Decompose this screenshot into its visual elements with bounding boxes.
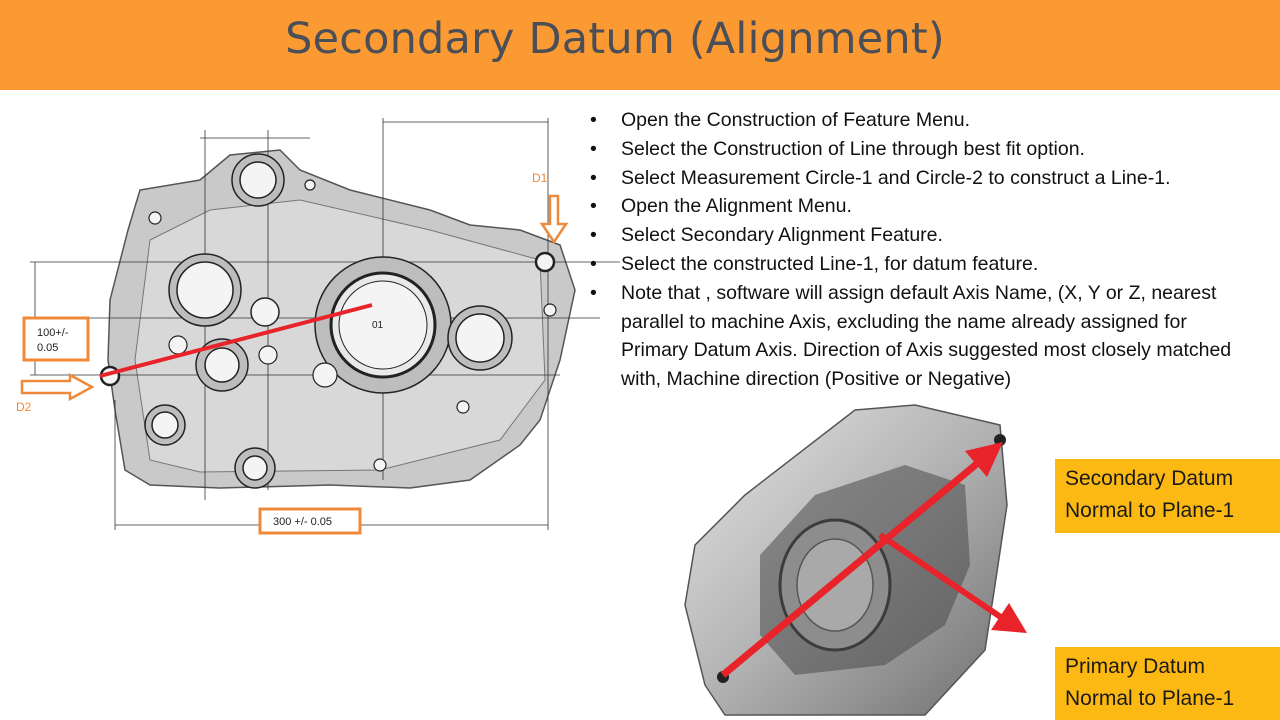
bullet-dot-icon: • (590, 224, 597, 247)
bullet-text: Note that , software will assign default… (621, 281, 1232, 391)
bullet-item: • Select the Construction of Line through… (590, 135, 1250, 164)
bullet-text: Select the Construction of Line through … (621, 137, 1085, 160)
slide-title: Secondary Datum (Alignment) (285, 14, 945, 64)
dim-vertical-line1: 100+/- (37, 327, 69, 339)
d1-arrow-icon (539, 194, 569, 245)
callout-primary-datum: Primary Datum Normal to Plane-1 (1055, 647, 1280, 720)
callout-secondary-line1: Secondary Datum (1065, 467, 1234, 490)
bullet-text: Select Measurement Circle-1 and Circle-2… (621, 166, 1171, 189)
callout-secondary-line2: Normal to Plane-1 (1065, 499, 1235, 522)
title-bar: Secondary Datum (Alignment) (0, 0, 1280, 90)
bullet-dot-icon: • (590, 109, 597, 131)
primary-datum-arrow (878, 532, 1007, 623)
bullet-text: Select Secondary Alignment Feature. (621, 224, 943, 247)
crankcase-drawing: 01 D1 D2 100+/- 0.05 300 +/- 0.05 (16, 118, 620, 535)
d2-arrow-icon (20, 372, 95, 402)
secondary-arrowhead-icon (965, 442, 1003, 477)
housing-photo (684, 404, 1027, 716)
bullet-dot-icon: • (590, 252, 597, 275)
dim-horizontal-box (258, 507, 362, 535)
bullet-item: • Select Secondary Alignment Feature. (590, 221, 1250, 250)
bullet-dot-icon: • (590, 195, 597, 218)
bullet-item: • Open the Construction of Feature Menu. (590, 106, 1250, 135)
housing-hole-top (994, 434, 1006, 446)
bullet-item: • Open the Alignment Menu. (590, 192, 1250, 221)
bullet-text: Select the constructed Line-1, for datum… (621, 252, 1039, 275)
primary-arrowhead-icon (991, 603, 1027, 633)
bullet-item: • Note that , software will assign defaul… (590, 279, 1250, 394)
bullet-text: Open the Construction of Feature Menu. (621, 109, 971, 131)
callout-primary-line2: Normal to Plane-1 (1065, 687, 1235, 710)
callout-secondary-datum: Secondary Datum Normal to Plane-1 (1055, 459, 1280, 533)
bullet-item: • Select Measurement Circle-1 and Circle-… (590, 164, 1250, 193)
dim-horizontal-label: 300 +/- 0.05 (273, 516, 332, 528)
bore-label: 01 (372, 320, 384, 331)
secondary-datum-arrow (720, 454, 988, 678)
bullet-dot-icon: • (590, 281, 597, 304)
label-d1: D1 (532, 171, 548, 185)
dim-vertical-line2: 0.05 (37, 342, 58, 354)
bullet-item: • Select the constructed Line-1, for datu… (590, 250, 1250, 279)
datum-line-1 (99, 303, 373, 378)
bullet-dot-icon: • (590, 137, 597, 160)
label-d2: D2 (16, 400, 32, 414)
bullet-dot-icon: • (590, 166, 597, 189)
bores (99, 153, 557, 489)
callout-primary-line1: Primary Datum (1065, 655, 1206, 678)
dim-vertical-box (22, 316, 90, 362)
bullet-list: •Open the Construction of Feature Menu. … (590, 106, 1250, 394)
bullet-text: Open the Alignment Menu. (621, 195, 852, 218)
